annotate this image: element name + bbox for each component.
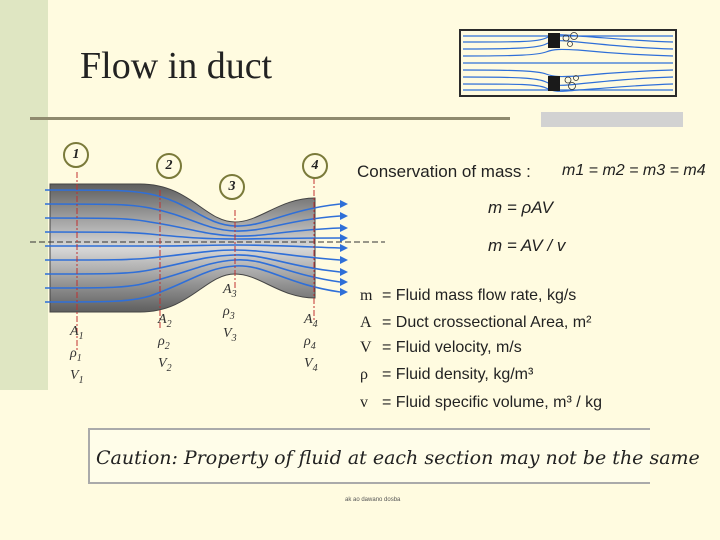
left-decor-band [0, 0, 48, 390]
section-badge-4: 4 [302, 153, 328, 179]
conservation-label: Conservation of mass : [357, 162, 531, 181]
legend-row-specific-volume: v= Fluid specific volume, m³ / kg [360, 394, 603, 411]
section-label-4: A4 ρ4 V4 [304, 312, 318, 374]
mass-flow-alt-formula: m = AV / v [488, 236, 566, 255]
decor-gray-block [541, 112, 683, 127]
section-badge-2: 2 [156, 153, 182, 179]
legend-row-rho: ρ= Fluid density, kg/m³ [360, 366, 534, 383]
section-lines [76, 170, 315, 350]
obstruction-flow-thumbnail [459, 29, 677, 97]
section-badge-3: 3 [219, 174, 245, 200]
legend-row-a: A= Duct crossectional Area, m² [360, 314, 592, 331]
streamlines [44, 189, 341, 303]
duct-body [49, 183, 316, 313]
section-label-1: A1 ρ1 V1 [70, 324, 84, 386]
legend-row-v: V= Fluid velocity, m/s [360, 339, 522, 356]
caution-note: Caution: Property of fluid at each secti… [88, 428, 700, 484]
page-title: Flow in duct [80, 45, 273, 87]
conservation-equation: m1 = m2 = m3 = m4 [562, 162, 706, 179]
section-badge-1: 1 [63, 142, 89, 168]
title-underline [30, 117, 510, 120]
mass-flow-formula: m = ρAV [488, 198, 554, 217]
footer-text: ak ao dawano dosba [345, 497, 401, 503]
legend-row-m: m= Fluid mass flow rate, kg/s [360, 287, 577, 304]
caution-background [88, 428, 650, 484]
duct-flow-diagram [30, 170, 385, 350]
section-label-2: A2 ρ2 V2 [158, 312, 172, 374]
section-label-3: A3 ρ3 V3 [223, 282, 237, 344]
